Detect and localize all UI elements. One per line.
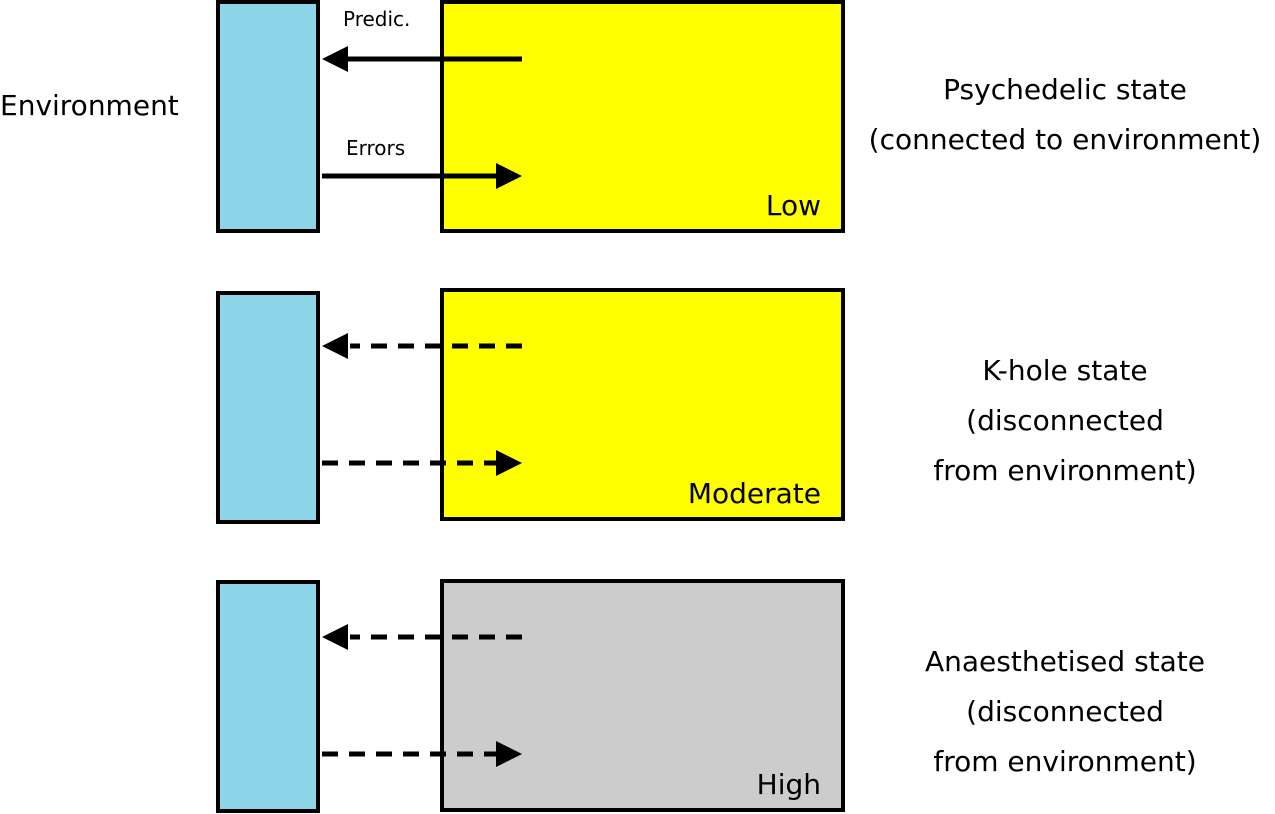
state-label-k-hole: K-hole state (disconnected from environm… [855, 346, 1275, 496]
state-label-line: (disconnected [966, 404, 1164, 437]
state-label-line: from environment) [933, 454, 1197, 487]
state-label-line: (disconnected [966, 695, 1164, 728]
state-label-line: Psychedelic state [943, 73, 1187, 106]
brain-box-row-2: Moderate [440, 288, 845, 521]
prediction-arrow-row-1 [322, 46, 522, 72]
level-label-low: Low [765, 189, 821, 222]
state-label-line: K-hole state [982, 354, 1148, 387]
level-label-moderate: Moderate [687, 477, 821, 510]
state-label-psychedelic: Psychedelic state (connected to environm… [855, 65, 1275, 165]
level-label-high: High [756, 768, 821, 801]
error-arrow-row-3 [322, 741, 522, 767]
state-label-line: Anaesthetised state [925, 645, 1205, 678]
environment-box-row-2 [216, 291, 320, 524]
brain-box-row-3: High [440, 579, 845, 812]
state-label-line: (connected to environment) [868, 123, 1262, 156]
prediction-arrow-row-2 [322, 333, 522, 359]
environment-box-row-1 [216, 0, 320, 233]
errors-arrow-label: Errors [346, 136, 406, 160]
environment-box-row-3 [216, 580, 320, 813]
error-arrow-row-1 [322, 163, 522, 189]
state-label-line: from environment) [933, 745, 1197, 778]
prediction-arrow-row-3 [322, 624, 522, 650]
state-label-anaesthetised: Anaesthetised state (disconnected from e… [855, 637, 1275, 787]
predictions-arrow-label: Predic. [343, 7, 411, 31]
environment-label: Environment [0, 89, 179, 122]
error-arrow-row-2 [322, 450, 522, 476]
brain-box-row-1: Low [440, 0, 845, 233]
